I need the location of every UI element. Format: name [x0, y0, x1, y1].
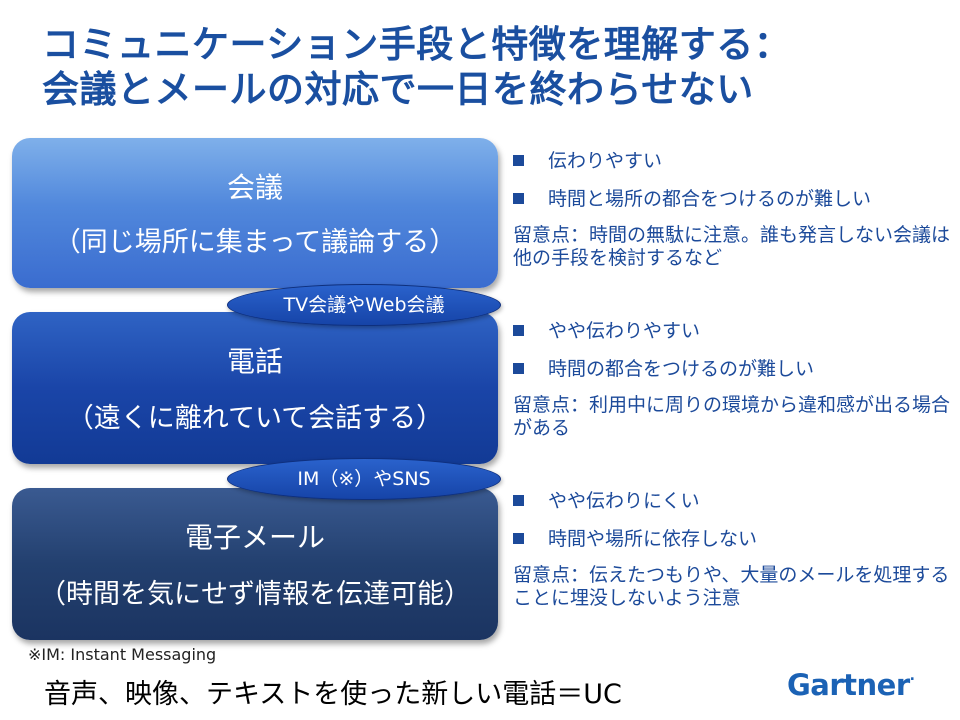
method-box-phone: 電話 （遠くに離れていて会話する）	[12, 312, 498, 464]
slide-title-line1: コミュニケーション手段と特徴を理解する：	[42, 23, 792, 66]
bullet-item: 時間や場所に依存しない	[513, 526, 953, 564]
caution-note: 留意点：伝えたつもりや、大量のメールを処理することに埋没しないよう注意	[513, 564, 950, 609]
logo-dot-icon: .	[909, 668, 915, 684]
slide-title: コミュニケーション手段と特徴を理解する： 会議とメールの対応で一日を終わらせない	[42, 22, 942, 112]
method-name: 会議	[226, 171, 283, 204]
bullet-item: やや伝わりにくい	[513, 488, 953, 526]
square-bullet-icon	[513, 155, 524, 166]
square-bullet-icon	[513, 325, 524, 336]
square-bullet-icon	[513, 533, 524, 544]
slide-title-line2: 会議とメールの対応で一日を終わらせない	[42, 68, 754, 111]
gartner-logo: Gartner.	[787, 668, 915, 702]
method-box-email: 電子メール （時間を気にせず情報を伝達可能）	[12, 488, 498, 640]
square-bullet-icon	[513, 363, 524, 374]
bullet-text: 時間と場所の都合をつけるのが難しい	[548, 188, 872, 210]
method-name: 電話	[226, 345, 283, 378]
caution-note: 留意点：利用中に周りの環境から違和感が出る場合がある	[513, 394, 951, 439]
bullet-text: 時間の都合をつけるのが難しい	[548, 358, 815, 380]
bullet-text: やや伝わりやすい	[548, 320, 701, 342]
method-name: 電子メール	[184, 521, 325, 554]
method-desc: （同じ場所に集まって議論する）	[53, 227, 457, 258]
bullet-text: 時間や場所に依存しない	[548, 528, 758, 550]
connector-pill-video-conference: TV会議やWeb会議	[227, 284, 501, 326]
bullet-text: 伝わりやすい	[548, 150, 663, 172]
square-bullet-icon	[513, 193, 524, 204]
connector-pill-im-sns: IM（※）やSNS	[227, 458, 501, 500]
notes-meeting: 伝わりやすい 時間と場所の都合をつけるのが難しい 留意点：時間の無駄に注意。誰も…	[513, 148, 953, 270]
notes-email: やや伝わりにくい 時間や場所に依存しない 留意点：伝えたつもりや、大量のメールを…	[513, 488, 953, 610]
notes-phone: やや伝わりやすい 時間の都合をつけるのが難しい 留意点：利用中に周りの環境から違…	[513, 318, 953, 440]
footnote: ※IM: Instant Messaging	[28, 645, 217, 664]
method-desc: （遠くに離れていて会話する）	[66, 403, 444, 434]
bullet-item: 伝わりやすい	[513, 148, 953, 186]
bullet-item: やや伝わりやすい	[513, 318, 953, 356]
footer-statement: 音声、映像、テキストを使った新しい電話＝UC	[44, 679, 622, 710]
bullet-item: 時間の都合をつけるのが難しい	[513, 356, 953, 394]
caution-note: 留意点：時間の無駄に注意。誰も発言しない会議は他の手段を検討するなど	[513, 224, 951, 269]
bullet-text: やや伝わりにくい	[548, 490, 700, 512]
square-bullet-icon	[513, 495, 524, 506]
logo-text: Gartner	[787, 668, 910, 702]
bullet-item: 時間と場所の都合をつけるのが難しい	[513, 186, 953, 224]
method-desc: （時間を気にせず情報を伝達可能）	[39, 579, 471, 610]
method-box-meeting: 会議 （同じ場所に集まって議論する）	[12, 138, 498, 288]
